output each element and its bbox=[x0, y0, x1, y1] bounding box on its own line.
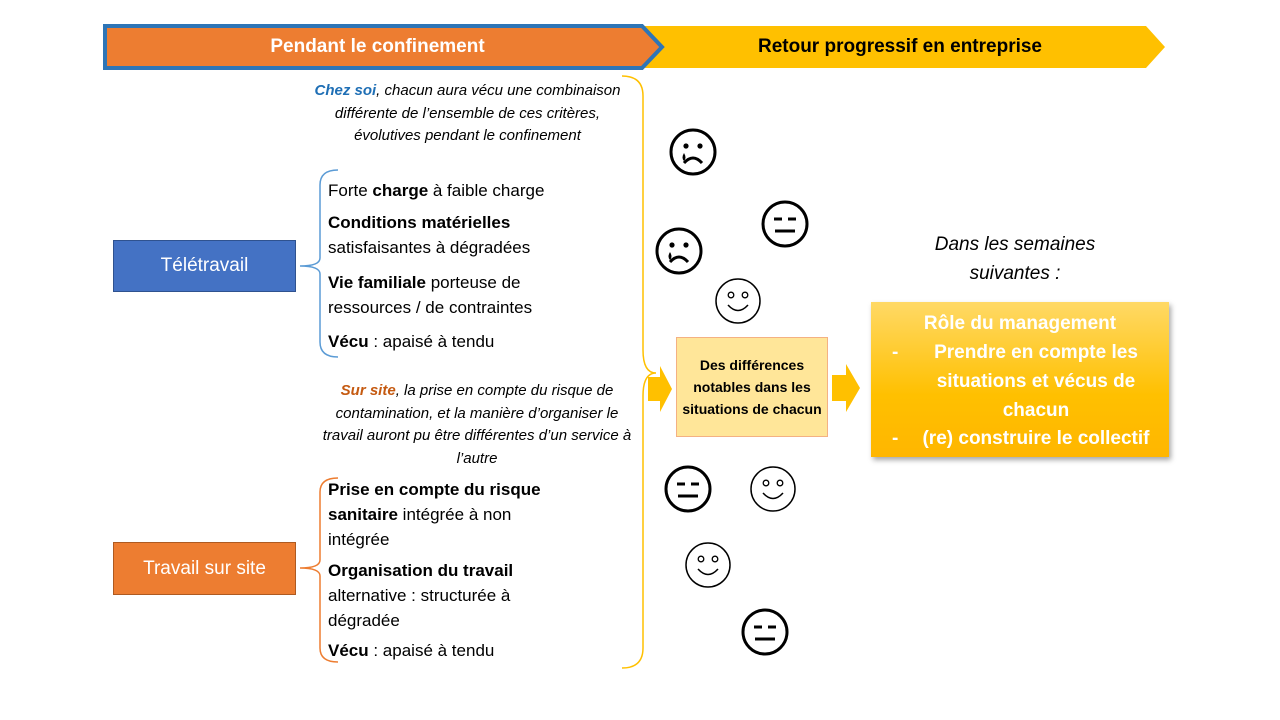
sad-tear-face-icon bbox=[655, 227, 703, 275]
sur-site-criterion-3: Vécu : apaisé à tendu bbox=[328, 641, 495, 660]
smile-face-icon bbox=[685, 542, 731, 588]
teletravail-criterion-1: Forte charge à faible charge bbox=[328, 181, 545, 200]
teletravail-intro-bold: Chez soi bbox=[314, 82, 377, 99]
differences-text: Des différences notables dans les situat… bbox=[682, 357, 822, 417]
teletravail-bracket bbox=[299, 169, 339, 358]
header-right-band bbox=[640, 26, 1165, 68]
neutral-face-icon bbox=[664, 465, 712, 513]
neutral-face-icon bbox=[741, 608, 789, 656]
management-box: Rôle du management - Prendre en compte l… bbox=[871, 302, 1169, 457]
semaines-text: Dans les semaines suivantes : bbox=[934, 234, 1096, 284]
arrow-to-center bbox=[648, 366, 672, 412]
teletravail-box: Télétravail bbox=[113, 240, 296, 292]
smile-face-icon bbox=[750, 466, 796, 512]
sur-site-criterion-1: Prise en compte du risque sanitaire inté… bbox=[328, 480, 541, 549]
big-right-bracket bbox=[621, 75, 657, 669]
faces-group bbox=[655, 128, 809, 656]
teletravail-intro: Chez soi, chacun aura vécu une combinais… bbox=[305, 80, 630, 148]
sur-site-intro-text: , la prise en compte du risque de contam… bbox=[322, 382, 632, 467]
teletravail-label: Télétravail bbox=[160, 255, 249, 276]
sur-site-intro-bold: Sur site bbox=[340, 382, 396, 399]
teletravail-criterion-3: Vie familiale porteuse de ressources / d… bbox=[328, 273, 533, 317]
teletravail-criterion-2: Conditions matérielles satisfaisantes à … bbox=[328, 213, 531, 257]
smile-face-icon bbox=[715, 278, 761, 324]
arrow-to-management bbox=[832, 364, 860, 412]
header-left-label: Pendant le confinement bbox=[270, 36, 485, 57]
neutral-face-icon bbox=[761, 200, 809, 248]
sur-site-criterion-2: Organisation du travail alternative : st… bbox=[328, 561, 514, 630]
management-title: Rôle du management bbox=[923, 313, 1117, 334]
sur-site-intro: Sur site, la prise en compte du risque d… bbox=[318, 380, 636, 470]
teletravail-criterion-4: Vécu : apaisé à tendu bbox=[328, 332, 495, 351]
sad-tear-face-icon bbox=[669, 128, 717, 176]
teletravail-intro-text: , chacun aura vécu une combinaison diffé… bbox=[334, 82, 621, 144]
sur-site-box: Travail sur site bbox=[113, 542, 296, 595]
header-right-label: Retour progressif en entreprise bbox=[757, 36, 1043, 57]
differences-box: Des différences notables dans les situat… bbox=[676, 337, 828, 437]
header-left-band bbox=[103, 24, 665, 70]
sur-site-bracket bbox=[299, 477, 339, 663]
sur-site-label: Travail sur site bbox=[143, 557, 266, 579]
